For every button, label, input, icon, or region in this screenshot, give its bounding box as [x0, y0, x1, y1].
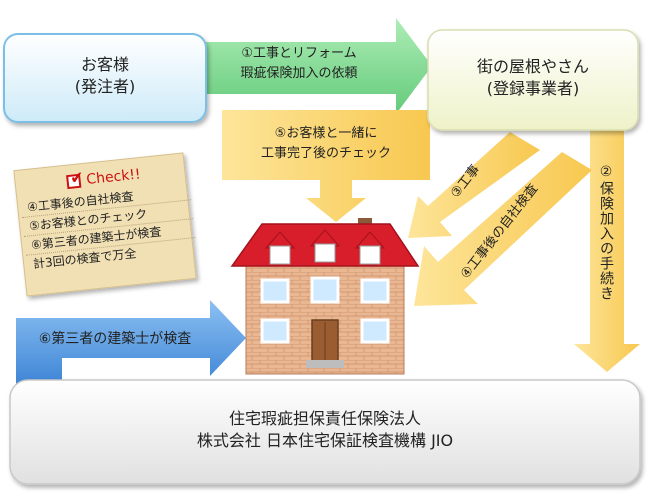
final-check-line2: 工事完了後のチェック — [260, 146, 391, 161]
contractor-role: (登録事業者) — [486, 79, 580, 98]
insurance-procedure-label: ②保険加入の手続き — [598, 164, 614, 301]
customer-box — [3, 33, 207, 123]
checklist-paper — [13, 152, 197, 297]
request-line2: 瑕疵保険加入の依頼 — [240, 66, 358, 81]
request-arrow-label: ①工事とリフォーム 瑕疵保険加入の依頼 — [204, 44, 394, 84]
insurance-procedure-arrow — [574, 120, 640, 372]
final-check-line1: ⑤お客様と一緒に — [274, 126, 378, 141]
contractor-label: 街の屋根やさん (登録事業者) — [428, 56, 638, 100]
insurer-box — [9, 379, 641, 485]
checklist: ✔ Check!! ④工事後の自社検査 ⑤お客様とのチェック ⑥第三者の建築士が… — [18, 161, 197, 273]
final-check-arrow — [222, 110, 430, 222]
construction-arrow — [408, 132, 540, 238]
contractor-box — [427, 29, 639, 131]
customer-label: お客様 (発注者) — [4, 54, 206, 98]
customer-role: (発注者) — [74, 77, 136, 96]
checkmark-icon: ✔ — [69, 167, 85, 188]
customer-name: お客様 — [80, 55, 129, 74]
request-arrow — [196, 18, 432, 114]
house-illustration — [230, 218, 420, 375]
final-check-label: ⑤お客様と一緒に 工事完了後のチェック — [224, 124, 428, 164]
request-line1: ①工事とリフォーム — [241, 46, 357, 61]
insurer-label: 住宅瑕疵担保責任保険法人 株式会社 日本住宅保証検査機構 JIO — [10, 408, 640, 452]
third-party-label: ⑥第三者の建築士が検査 — [38, 331, 192, 347]
third-party-arrow — [16, 300, 246, 384]
contractor-name: 街の屋根やさん — [476, 57, 589, 76]
self-inspection-arrow — [414, 152, 592, 306]
insurer-company: 株式会社 日本住宅保証検査機構 JIO — [196, 431, 454, 450]
insurer-type: 住宅瑕疵担保責任保険法人 — [228, 409, 421, 428]
checkbox-icon: ✔ — [65, 167, 85, 190]
